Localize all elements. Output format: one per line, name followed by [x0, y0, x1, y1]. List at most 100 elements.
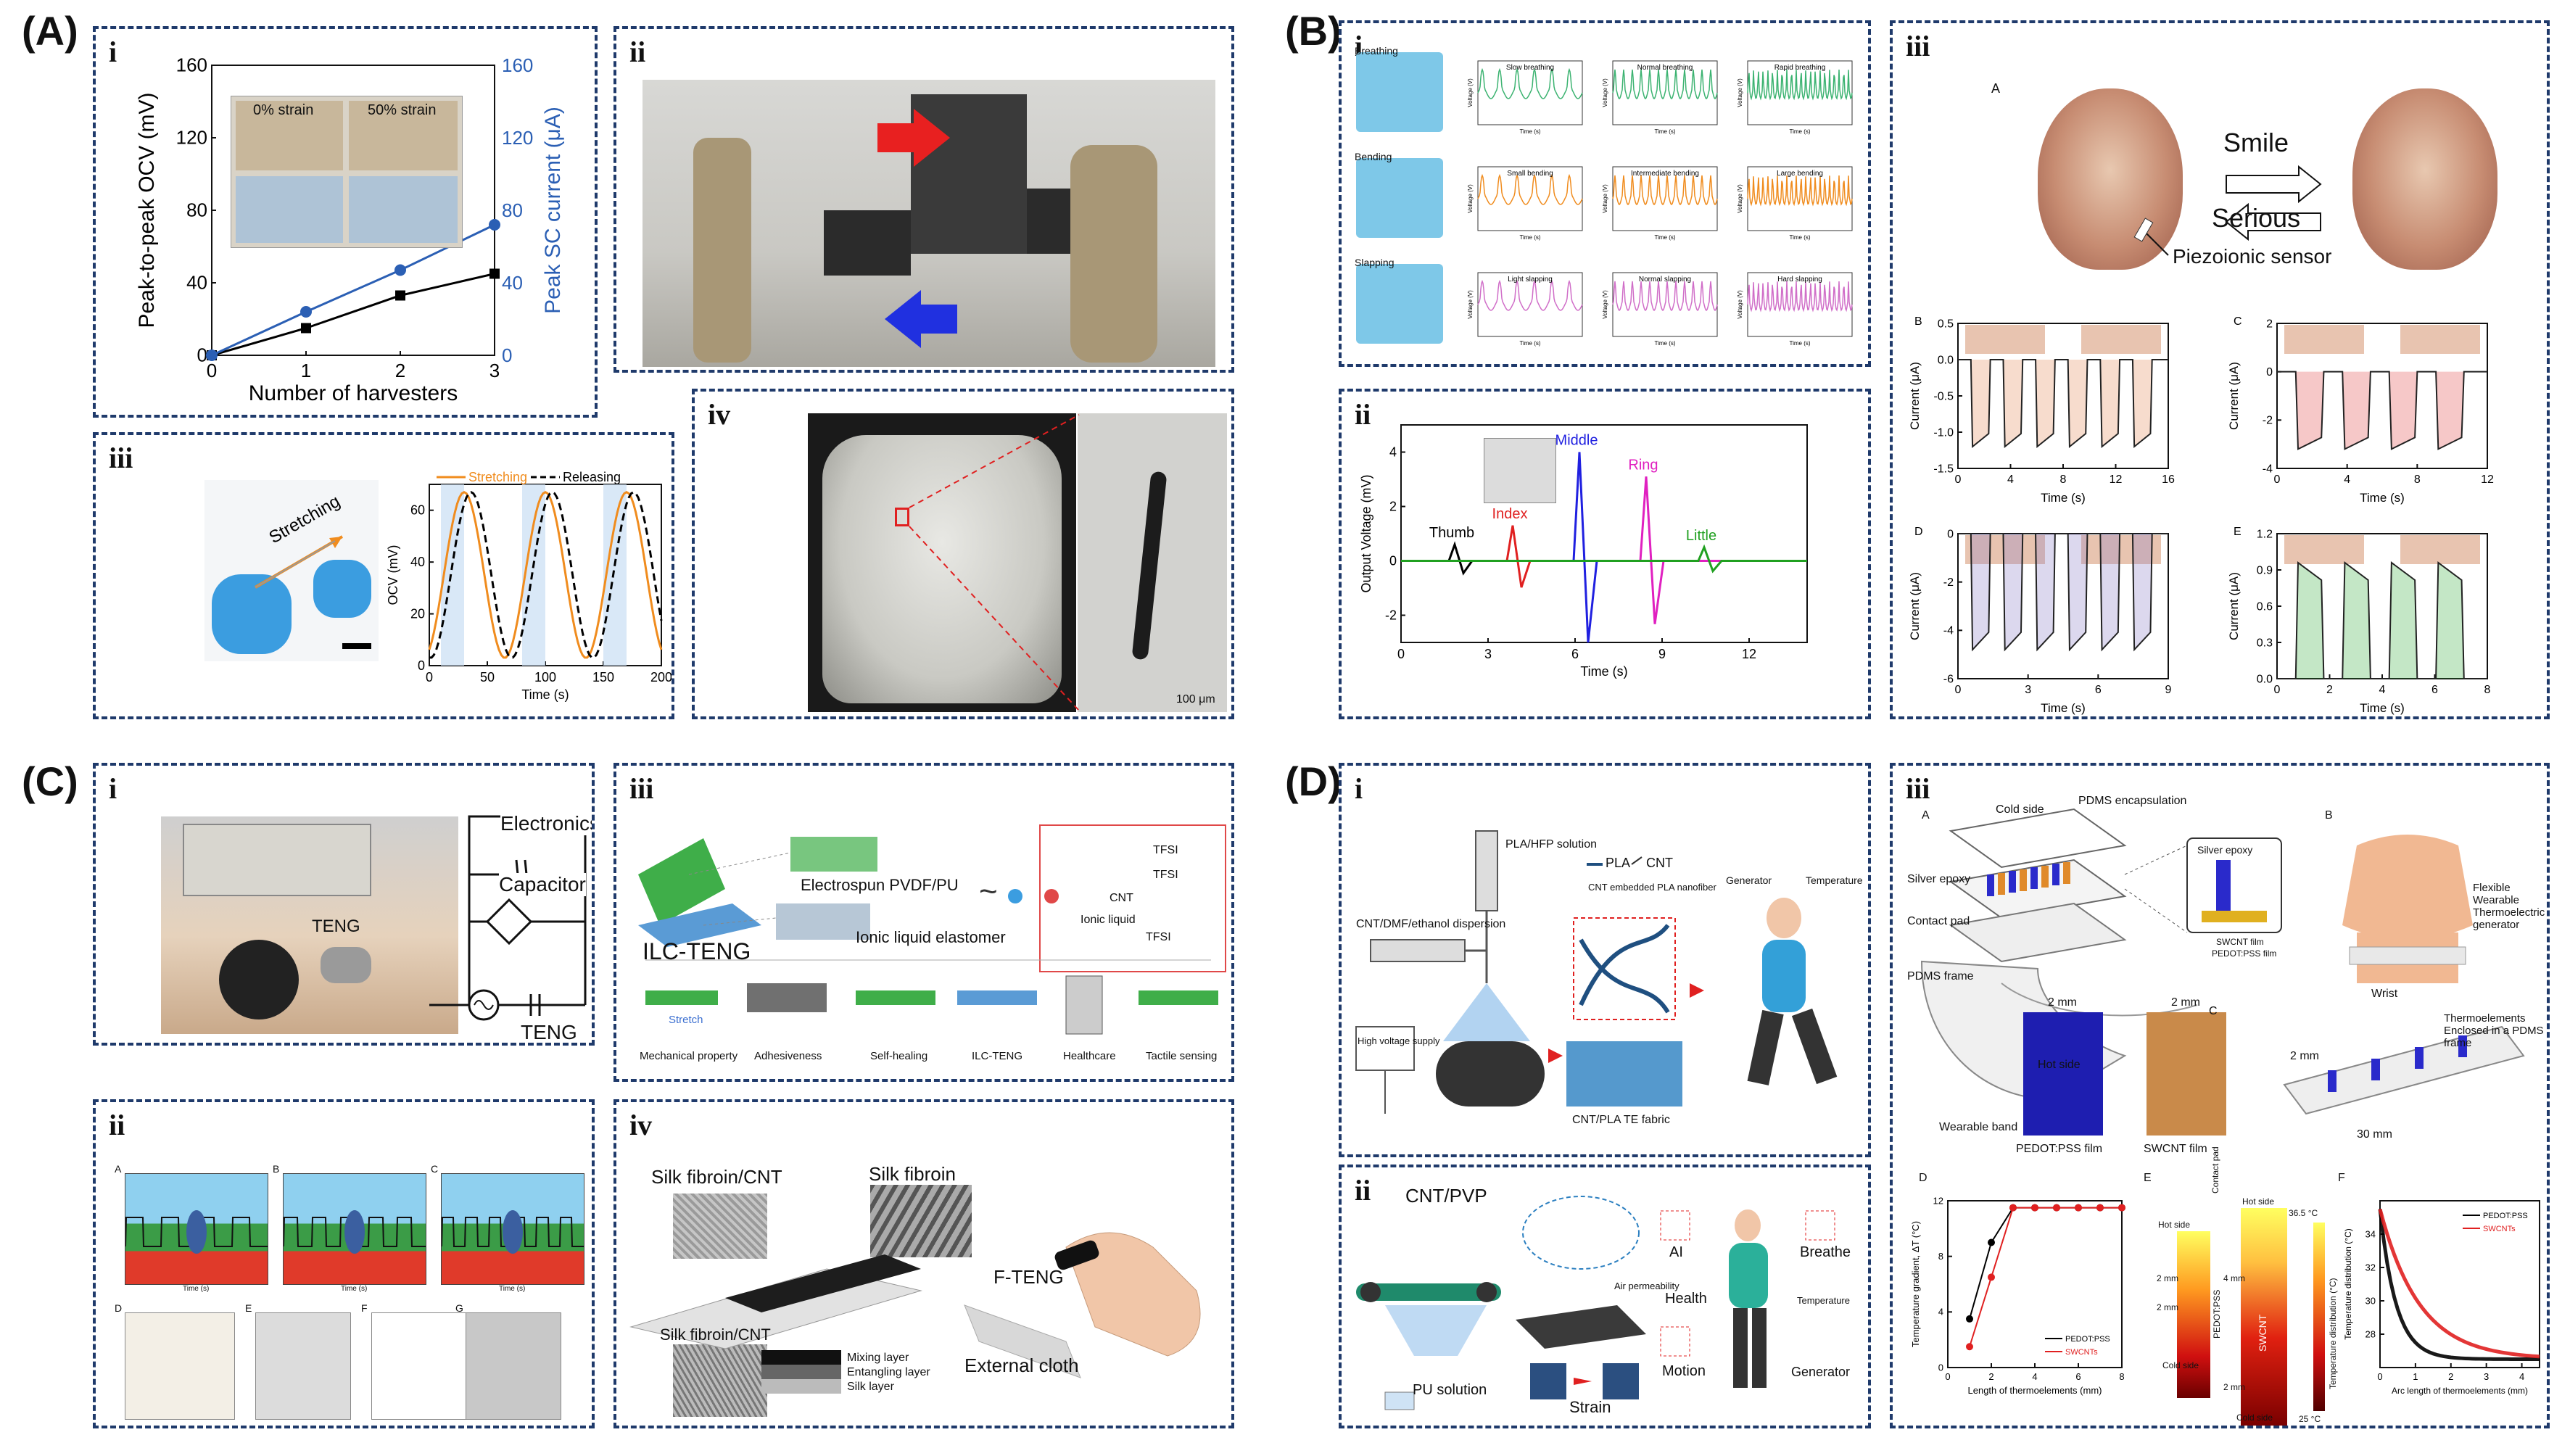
entangling-layer-label: Entangling layer	[847, 1366, 930, 1378]
data-point	[1988, 1238, 1995, 1246]
face-inset-right	[2081, 535, 2161, 564]
ilc-teng-diagram: ~	[638, 824, 1226, 1035]
arrow-right-icon	[2226, 165, 2322, 204]
trace-line	[1747, 281, 1853, 313]
y-tick-label: 0	[1389, 554, 1397, 568]
y-tick-label: 34	[2366, 1228, 2376, 1239]
elastomer-label: Ionic liquid elastomer	[856, 928, 1006, 946]
pdms-encapsulation-label: PDMS encapsulation	[2078, 795, 2187, 807]
dim-swcnt: 2 mm	[2171, 996, 2200, 1009]
y-tick-label: -2	[2263, 415, 2273, 427]
plot-frame	[1400, 424, 1808, 643]
y-tick-label: 0.0	[1938, 354, 1954, 366]
data-point	[1988, 1273, 1995, 1281]
swcnt-heatmap	[2241, 1208, 2287, 1426]
x-tick-label: 12	[1742, 647, 1756, 661]
fteng-diagram	[629, 1232, 1201, 1394]
pulse-line	[2277, 561, 2487, 679]
trace-x-label: Time (s)	[1654, 234, 1675, 241]
data-point	[301, 323, 311, 334]
hot-side-label: Hot side	[2038, 1059, 2081, 1071]
tile-bottom-5	[371, 1312, 467, 1420]
panel-c-i: i TENG Electronics Capacitor TENG	[93, 763, 595, 1046]
legend-label: PEDOT:PSS	[2065, 1335, 2110, 1344]
app-label-0: Mechanical property	[640, 1050, 738, 1062]
trace-line	[1477, 173, 1583, 205]
x-tick-label: 12	[2110, 473, 2123, 486]
panel-label: ii	[109, 1109, 125, 1141]
svg-text:~: ~	[979, 874, 998, 909]
x-tick-label: 3	[2484, 1371, 2489, 1382]
trace-x-label: Time (s)	[1789, 340, 1810, 347]
y-tick-label: 0	[2266, 366, 2273, 379]
trace-y-label: Voltage (V)	[1467, 290, 1474, 319]
series-line-1	[429, 490, 663, 659]
trace-label: Intermediate bending	[1631, 170, 1699, 178]
pdms-frame-label: PDMS frame	[1907, 970, 1974, 983]
panel-c-iii: iii ~ ILC-TENG Electrospun PVDF/PU Ionic…	[613, 763, 1234, 1082]
sub-f: F	[2338, 1172, 2345, 1184]
legend-label: SWCNTs	[2483, 1225, 2516, 1233]
trace-x-label: Time (s)	[1519, 340, 1540, 347]
tfsi-label-1: TFSI	[1153, 844, 1178, 856]
y-tick-label: 0.6	[2257, 600, 2273, 613]
data-point	[2118, 1204, 2125, 1212]
x-tick-label: 12	[2481, 473, 2494, 486]
stretch-label: Stretch	[669, 1014, 703, 1026]
trace-x-label: Time (s)	[1654, 128, 1675, 135]
y-tick-label: 160	[176, 54, 207, 76]
wrist-label: Wrist	[2371, 988, 2398, 1000]
pvdf-label: Electrospun PVDF/PU	[801, 876, 959, 894]
y2-tick-label: 40	[502, 272, 523, 294]
y-tick-label: -0.5	[1933, 390, 1954, 402]
panel-d-iii: iii A B C Cold side PDMS encapsulation S…	[1890, 763, 2550, 1428]
plot-frame	[2379, 1200, 2540, 1368]
y-tick-label: -1.0	[1933, 426, 1954, 439]
panel-label: iii	[1906, 30, 1930, 62]
x-tick-label: 100	[534, 670, 556, 684]
app-label-3: ILC-TENG	[972, 1050, 1023, 1062]
dim-e-0: 2 mm	[2157, 1273, 2178, 1283]
x-tick-label: 2	[395, 360, 405, 381]
x-tick-label: 8	[2414, 473, 2421, 486]
scale-bar-label: 100 μm	[1176, 693, 1215, 706]
trace-y-label: Voltage (V)	[1737, 290, 1743, 319]
panel-label: iii	[1906, 772, 1930, 805]
chart-letter: B	[1914, 315, 1922, 328]
row-name-1: Bending	[1355, 151, 1392, 162]
x-axis-label: Number of harvesters	[249, 381, 458, 405]
mixing-layer-label: Mixing layer	[847, 1352, 909, 1364]
data-point	[394, 264, 406, 276]
sub-b: B	[2325, 809, 2333, 822]
contact-pad-label: Contact pad	[1907, 915, 1970, 927]
trace-y-label: Voltage (V)	[1602, 78, 1608, 107]
app-label-2: Self-healing	[870, 1050, 928, 1062]
inset-label-0: 0% strain	[253, 102, 314, 118]
y-tick-label: 28	[2366, 1328, 2376, 1339]
swcnt-film-inset: SWCNT film	[2216, 937, 2264, 947]
panel-label: i	[109, 36, 117, 68]
finger-label-4: Little	[1686, 528, 1716, 544]
chart-letter: E	[2234, 526, 2241, 538]
tile-letter: C	[431, 1163, 439, 1175]
cold-side-e: Cold side	[2162, 1360, 2199, 1370]
temperature-label: Temperature	[1806, 874, 1863, 886]
pulse-fill	[2277, 371, 2464, 450]
x-tick-label: 9	[2165, 684, 2172, 696]
dim-pedot: 2 mm	[2048, 996, 2077, 1009]
y-tick-label: 0	[418, 658, 425, 673]
finger-trace-3	[1401, 476, 1807, 624]
ai-label: AI	[1669, 1244, 1683, 1260]
x-tick-label: 0	[2274, 684, 2281, 696]
sf-cnt-top-label: Silk fibroin/CNT	[651, 1166, 782, 1188]
panel-label: i	[1355, 30, 1363, 62]
legend-pla: PLA	[1606, 856, 1631, 870]
tile-2	[441, 1173, 584, 1285]
